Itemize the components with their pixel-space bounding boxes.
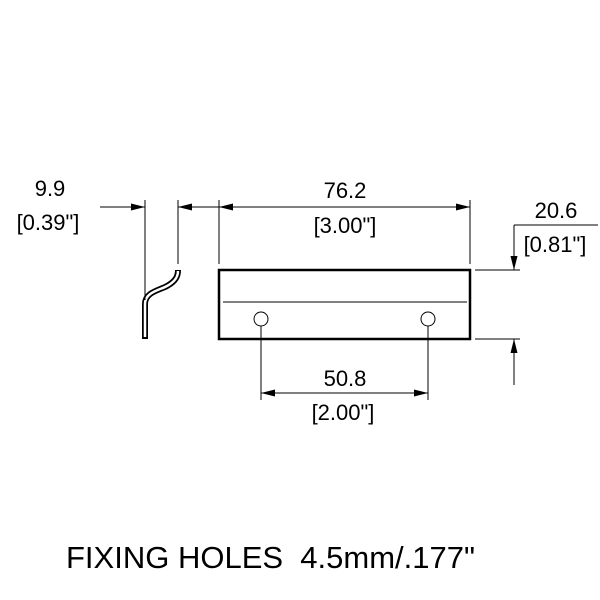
height-dimension-inch: [0.81"] <box>524 232 587 257</box>
clip-profile <box>142 269 181 339</box>
height-dimension: 20.6 [0.81"] <box>475 198 598 385</box>
hole-spacing-inch: [2.00"] <box>312 400 375 425</box>
fixing-hole-left <box>253 311 269 327</box>
profile-dimension-mm: 9.9 <box>35 176 66 201</box>
fixing-hole-right <box>420 311 436 327</box>
fixing-holes-caption: FIXING HOLES 4.5mm/.177" <box>66 540 475 575</box>
length-dimension: 76.2 [3.00"] <box>200 178 471 264</box>
height-dimension-mm: 20.6 <box>535 198 578 223</box>
length-dimension-inch: [3.00"] <box>314 213 377 238</box>
profile-dimension-inch: [0.39"] <box>17 210 80 235</box>
clip-front-view <box>217 268 472 341</box>
length-dimension-mm: 76.2 <box>324 178 367 203</box>
profile-dimension: 9.9 [0.39"] <box>17 176 200 300</box>
hole-spacing-dimension: 50.8 [2.00"] <box>260 326 429 425</box>
hole-spacing-mm: 50.8 <box>324 366 367 391</box>
